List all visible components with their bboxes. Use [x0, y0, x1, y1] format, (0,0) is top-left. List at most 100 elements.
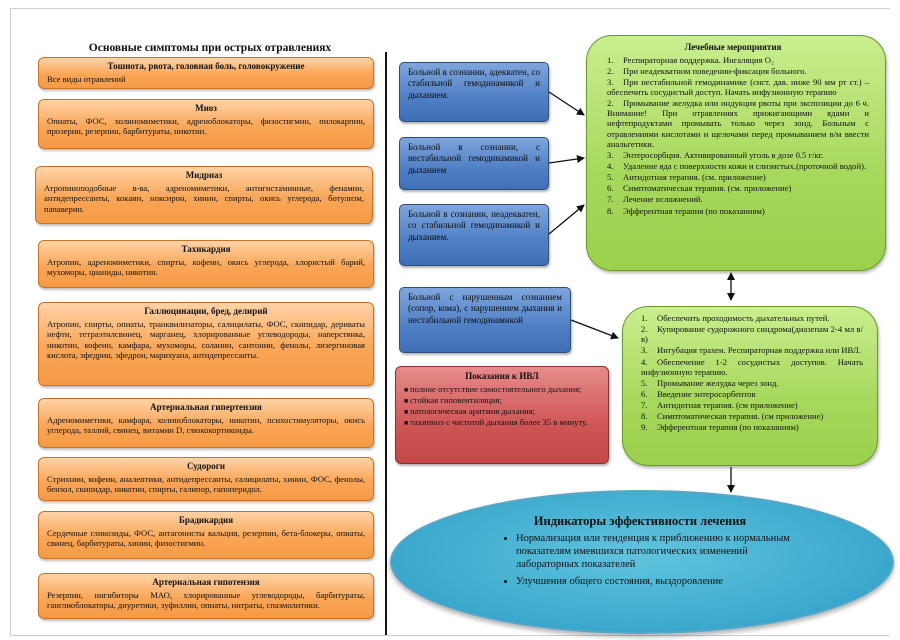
- symptom-text: Адреномиметики, камфара, холиноблокаторы…: [47, 414, 365, 436]
- critical-item: 9. Эфферентная терапия (по показаниям): [641, 422, 863, 432]
- treatment-item: 2.Промывание желудка или индукция рвоты …: [607, 98, 869, 149]
- column-divider: [385, 52, 387, 635]
- critical-care-box: 1.Обеспечить проходимость дыхательных пу…: [622, 306, 878, 466]
- state-box-conscious-stable: Больной в сознании, адекватен, со стабил…: [399, 62, 549, 122]
- critical-item: 3. Интубация трахеи. Респираторная поддер…: [641, 345, 863, 355]
- item-number: 9.: [641, 422, 648, 433]
- ventilation-heading: Показания к ИВЛ: [465, 371, 539, 381]
- item-text: Купирование судорожного синдрома(диазепа…: [641, 324, 863, 345]
- critical-list: 1.Обеспечить проходимость дыхательных пу…: [633, 313, 863, 433]
- item-text: Эфферентная терапия (по показаниям): [657, 422, 799, 433]
- symptom-box-tachycardia: Тахикардия Атропин, адреномиметики, спир…: [38, 240, 374, 288]
- symptom-box-seizures: Судороги Стрихнин, кофеин, аналептики, а…: [38, 457, 374, 501]
- item-number: 5.: [641, 377, 648, 388]
- indicator-item: Нормализация или тенденция к приближению…: [516, 532, 800, 571]
- treatment-item: 5. Антидотная терапия. (см. приложение): [607, 172, 869, 182]
- item-number: 7.: [607, 194, 614, 205]
- symptom-box-miosis: Миоз Опиаты, ФОС, холиномиметики, адрено…: [38, 99, 374, 149]
- item-number: 1.: [607, 54, 614, 65]
- item-text: Удаление яда с поверхности кожи и слизис…: [623, 161, 867, 172]
- main-title: Основные симптомы при острых отравлениях: [88, 42, 332, 54]
- indicator-item: Улучшения общего состояния, выздоровлени…: [516, 575, 800, 588]
- item-text: Энтеросорбция. Активированный уголь в до…: [623, 149, 824, 160]
- ventilation-item: полное отсутствие самостоятельного дыхан…: [404, 384, 600, 395]
- item-number: 4.: [607, 161, 614, 172]
- item-text: Промывание желудка или индукция рвоты пр…: [607, 98, 869, 149]
- state-box-unconscious: Больной с нарушенным сознанием (сопор, к…: [399, 287, 571, 353]
- item-text: Промывание желудка через зонд.: [657, 377, 779, 388]
- symptom-box-hypertension: Артериальная гипертензия Адреномиметики,…: [38, 398, 374, 448]
- ventilation-item: стойкая гиповентиляция;: [404, 395, 600, 406]
- symptom-box-nausea: Тошнота, рвота, головная боль, головокру…: [38, 57, 374, 89]
- arrow-state2-to-treatment: [548, 155, 585, 164]
- treatment-item: 6. Симптоматическая терапия. (см. приложе…: [607, 183, 869, 193]
- indicators-list: Нормализация или тенденция к приближению…: [500, 532, 800, 593]
- item-number: 6.: [607, 183, 614, 194]
- arrowhead-up: [727, 272, 735, 280]
- treatment-item: 1. Респираторная поддержка. Ингаляция О₂: [607, 55, 869, 65]
- item-text: Введение энтеросорбентов: [657, 388, 756, 399]
- item-number: 7.: [641, 400, 648, 411]
- item-text: Обеспечить проходимость дыхательных путе…: [657, 313, 830, 323]
- symptom-heading: Артериальная гипотензия: [152, 577, 260, 587]
- treatment-item: 3.Энтеросорбция. Активированный уголь в …: [607, 150, 869, 160]
- symptom-text: Опиаты, ФОС, холиномиметики, адреноблока…: [47, 115, 365, 137]
- ventilation-list: полное отсутствие самостоятельного дыхан…: [404, 384, 600, 428]
- indicators-heading: Индикаторы эффективности лечения: [533, 514, 747, 528]
- item-text: Респираторная поддержка. Ингаляция О₂: [623, 54, 774, 65]
- item-text: Обеспечение 1-2 сосудистых доступов. Нач…: [641, 356, 863, 377]
- item-number: 2.: [607, 65, 614, 76]
- symptom-heading: Тахикардия: [181, 244, 231, 254]
- treatment-list: 1.Респираторная поддержка. Ингаляция О₂ …: [597, 55, 869, 216]
- symptom-text: Атропин, спирты, опиаты, транквилизаторы…: [47, 318, 365, 361]
- indicators-ellipse: [390, 490, 894, 634]
- item-text: Симптоматическая терапия. (см приложение…: [657, 411, 824, 422]
- state-box-conscious-inadequate: Больной в сознании, неадекватен, со стаб…: [399, 204, 549, 266]
- symptom-heading: Мидриаз: [185, 170, 223, 180]
- page-frame-top: [10, 8, 890, 9]
- treatment-item: 3.При нестабильной гемодинамике (сист. д…: [607, 77, 869, 97]
- item-text: При нестабильной гемодинамике (сист. дав…: [607, 76, 869, 98]
- symptom-heading: Миоз: [195, 103, 217, 113]
- item-text: При неадекватном поведении-фиксация боль…: [623, 65, 807, 76]
- symptom-box-bradycardia: Брадикардия Сердечные гликозиды, ФОС, ан…: [38, 511, 374, 559]
- treatment-heading: Лечебные мероприятия: [684, 42, 782, 52]
- item-text: Лечение осложнений.: [623, 194, 703, 205]
- item-number: 2.: [641, 324, 648, 335]
- page-frame-left: [10, 8, 11, 636]
- symptom-heading: Тошнота, рвота, головная боль, головокру…: [107, 61, 305, 71]
- treatment-item: 8.Эфферентная терапия (по показаниям): [607, 206, 869, 216]
- item-text: Антидотная терапия. (см. приложение): [623, 172, 766, 183]
- item-number: 8.: [641, 411, 648, 422]
- symptom-box-mydriasis: Мидриаз Атропиноподобные в-ва, адреномим…: [35, 166, 373, 224]
- arrow-state4-to-critical: [570, 319, 619, 340]
- item-text: Антидотная терапия. (см приложение): [657, 400, 798, 411]
- critical-item: 7. Антидотная терапия. (см приложение): [641, 400, 863, 410]
- symptom-heading: Артериальная гипертензия: [150, 402, 262, 412]
- item-number: 4.: [641, 356, 648, 367]
- symptom-text: Стрихнин, кофеин, аналептики, антидепрес…: [47, 473, 365, 495]
- symptom-text: Сердечные гликозиды, ФОС, антагонисты ка…: [47, 527, 365, 549]
- item-text: Симптоматическая терапия. (см. приложени…: [623, 183, 792, 194]
- symptom-box-hypotension: Артериальная гипотензия Резерпин, ингиби…: [38, 573, 374, 619]
- symptom-text: Все виды отравлений: [47, 73, 126, 84]
- critical-item: 5. Промывание желудка через зонд.: [641, 378, 863, 388]
- symptom-text: Резерпин, ингибиторы МАО, хлорированные …: [47, 589, 365, 611]
- critical-item: 1.Обеспечить проходимость дыхательных пу…: [641, 313, 863, 323]
- item-number: 5.: [607, 172, 614, 183]
- symptom-heading: Галлюцинации, бред, делирий: [144, 306, 268, 316]
- item-text: Интубация трахеи. Респираторная поддержк…: [657, 345, 861, 356]
- ventilation-item: тахипноэ с частотой дыхания более 35 в м…: [404, 417, 600, 428]
- ventilation-item: патологическая аритмия дыхания;: [404, 406, 600, 417]
- symptom-box-hallucinations: Галлюцинации, бред, делирий Атропин, спи…: [38, 302, 374, 386]
- item-number: 3.: [641, 345, 648, 356]
- critical-item: 4.Обеспечение 1-2 сосудистых доступов. Н…: [641, 357, 863, 377]
- symptom-text: Атропиноподобные в-ва, адреномиметики, а…: [44, 182, 364, 214]
- page-frame-bottom: [10, 635, 890, 636]
- critical-item: 2.Купирование судорожного синдрома(диазе…: [641, 324, 863, 344]
- item-text: Эфферентная терапия (по показаниям): [623, 205, 765, 216]
- symptom-heading: Брадикардия: [178, 515, 234, 525]
- item-number: 2.: [607, 98, 614, 109]
- treatment-item: 4. Удаление яда с поверхности кожи и слиз…: [607, 161, 869, 171]
- treatment-box: Лечебные мероприятия 1. Респираторная под…: [586, 35, 886, 271]
